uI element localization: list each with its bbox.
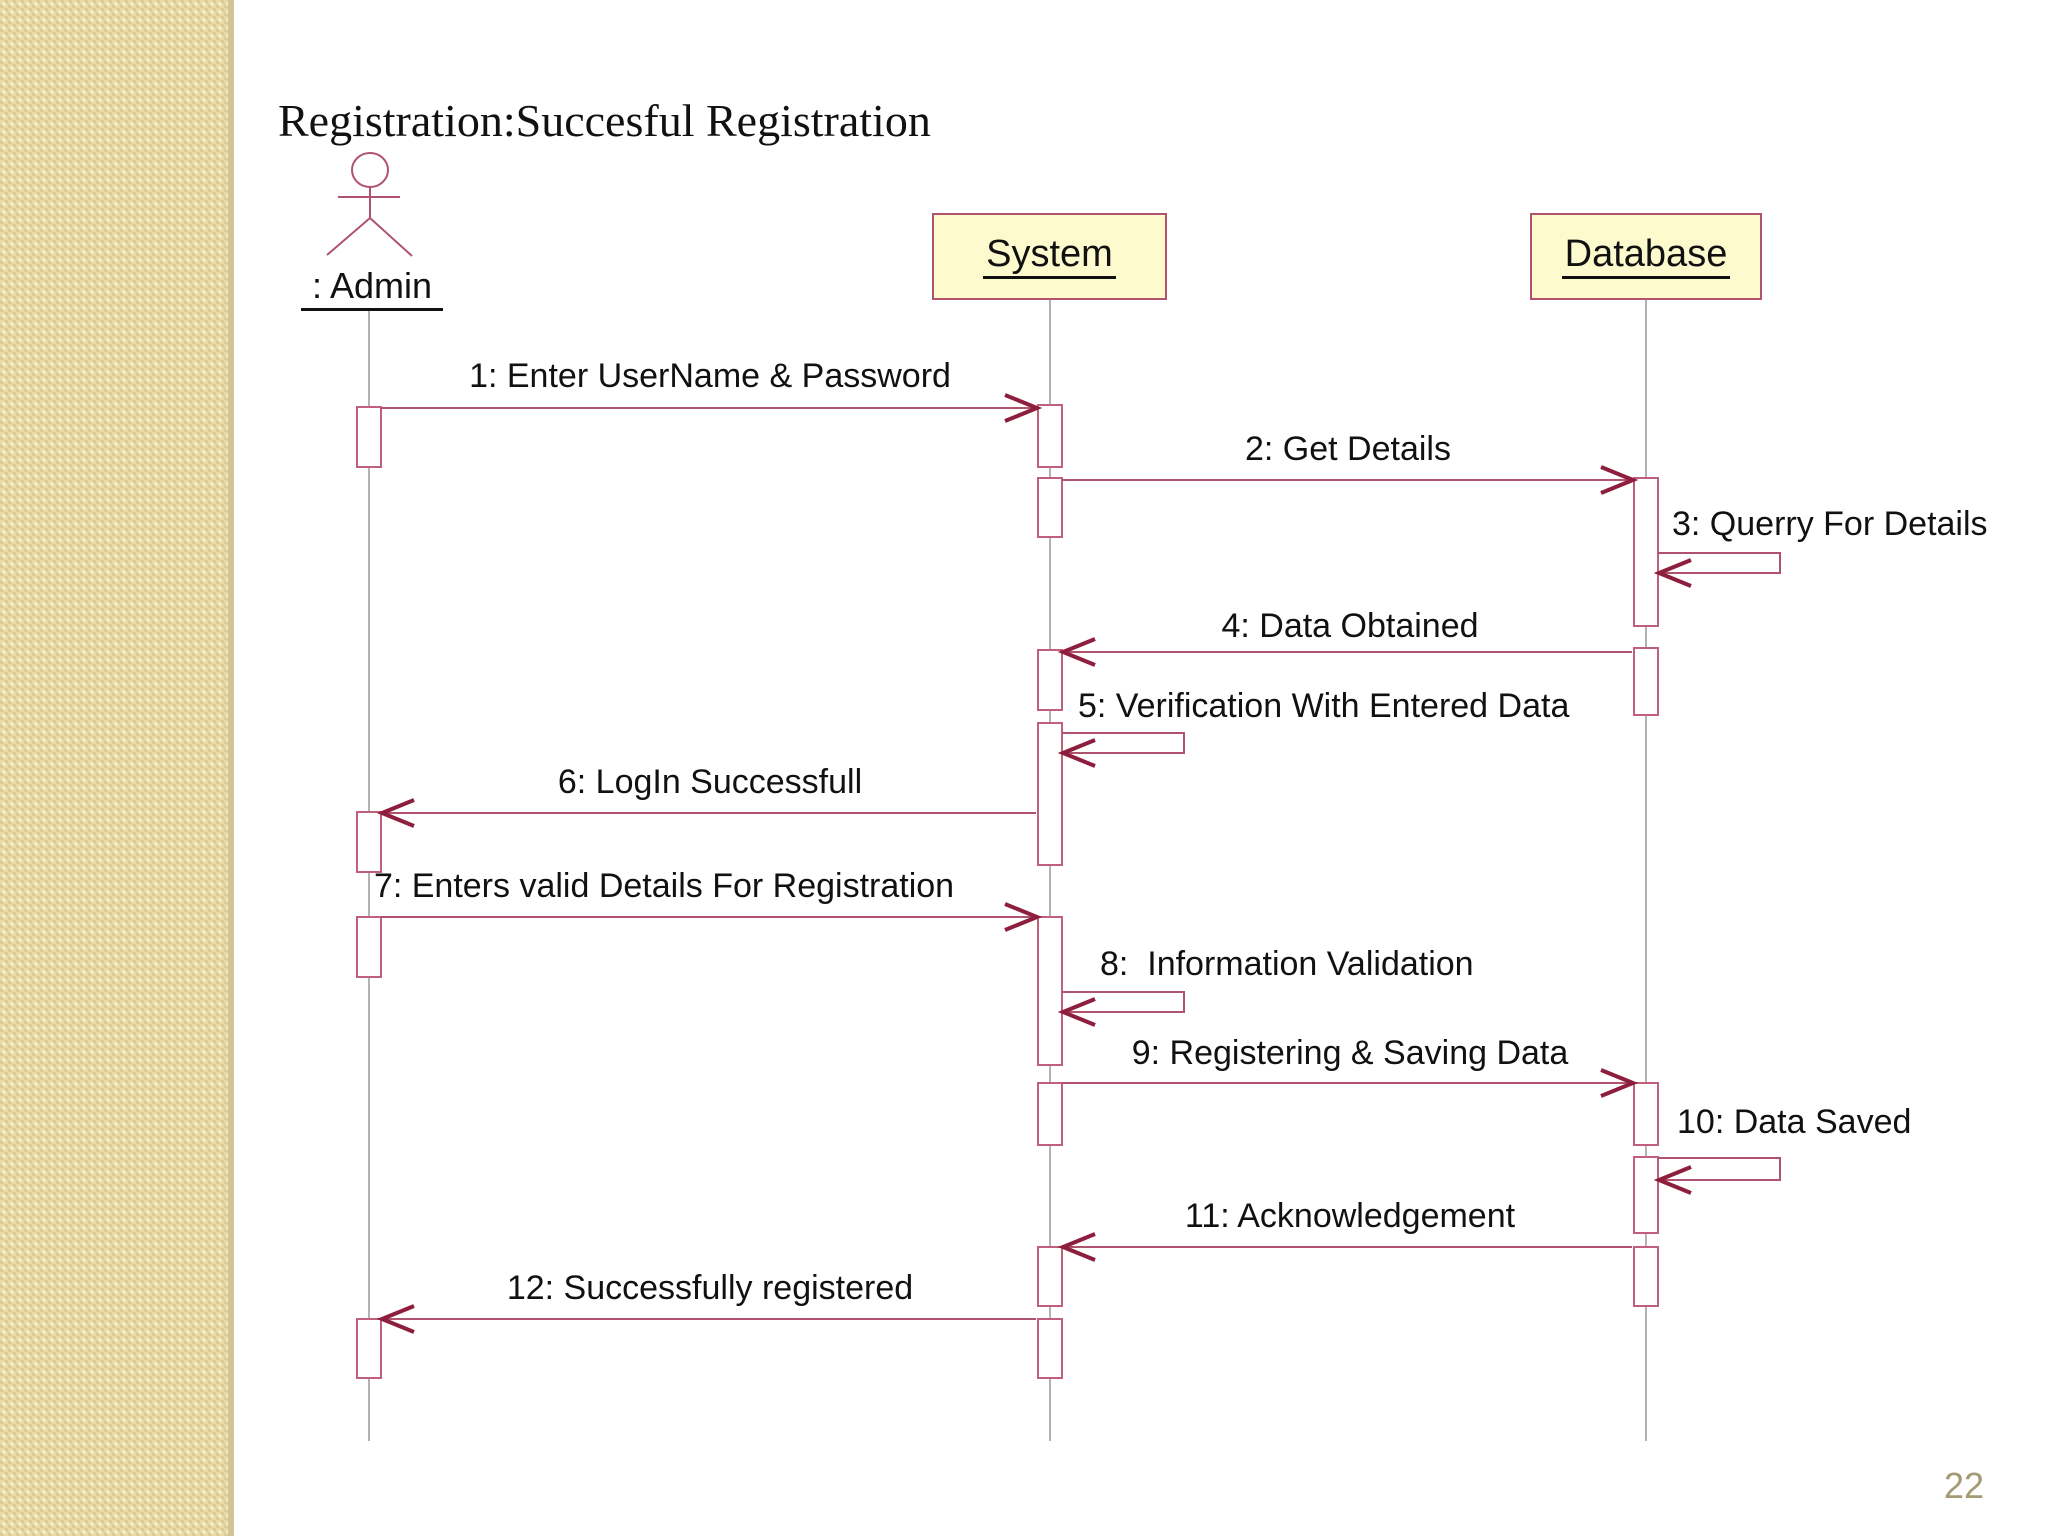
arrowhead-right-icon [1004, 393, 1043, 423]
self-message-loop [1062, 732, 1185, 754]
self-message-loop [1658, 552, 1781, 574]
activation-bar-database [1633, 1246, 1659, 1307]
arrowhead-left-icon [376, 1304, 415, 1334]
actor-leg-left [326, 217, 371, 256]
lifeline-head-database: Database [1530, 213, 1762, 300]
activation-bar-system [1037, 916, 1063, 1066]
arrowhead-left-icon [1057, 1232, 1096, 1262]
actor-head [351, 152, 389, 188]
arrowhead-right-icon [1600, 465, 1639, 495]
arrowhead-left-icon [376, 798, 415, 828]
message-label-8: 8: Information Validation [1100, 945, 1474, 983]
message-7-arrow [381, 902, 1043, 932]
activation-bar-admin [356, 916, 382, 978]
message-11-arrow [1057, 1232, 1632, 1262]
message-10-self-arrow [1653, 1157, 1781, 1195]
activation-bar-system [1037, 404, 1063, 468]
arrowhead-left-icon [1057, 997, 1096, 1027]
activation-bar-database [1633, 477, 1659, 627]
message-5-self-arrow [1057, 732, 1185, 768]
activation-bar-database [1633, 1156, 1659, 1234]
message-8-self-arrow [1057, 991, 1185, 1027]
message-label-7: 7: Enters valid Details For Registration [373, 867, 955, 905]
activation-bars [356, 404, 1659, 1379]
message-12-arrow [376, 1304, 1036, 1334]
arrowhead-right-icon [1004, 902, 1043, 932]
lifeline-head-system: System [932, 213, 1167, 300]
message-3-self-arrow [1653, 552, 1781, 588]
activation-bar-admin [356, 1318, 382, 1379]
message-label-11: 11: Acknowledgement [1184, 1197, 1516, 1235]
activation-bar-database [1633, 1082, 1659, 1146]
activation-bar-system [1037, 1082, 1063, 1146]
arrowhead-right-icon [1600, 1068, 1639, 1098]
slide-title: Registration:Succesful Registration [278, 95, 931, 146]
lifeline-head-admin: : Admin [301, 266, 443, 311]
message-label-10: 10: Data Saved [1677, 1103, 1912, 1141]
activation-bar-system [1037, 477, 1063, 538]
message-2-arrow [1062, 465, 1639, 495]
sidebar-decoration [0, 0, 234, 1536]
self-message-loop [1658, 1157, 1781, 1181]
message-9-arrow [1062, 1068, 1639, 1098]
activation-bar-system [1037, 722, 1063, 866]
actor-admin-icon [326, 152, 413, 257]
lifeline-head-system-label: System [983, 233, 1116, 280]
activation-bar-admin [356, 406, 382, 468]
activation-bar-system [1037, 1246, 1063, 1307]
activation-bar-database [1633, 647, 1659, 716]
message-arrows [376, 393, 1781, 1334]
activation-bar-system [1037, 649, 1063, 711]
message-label-12: 12: Successfully registered [506, 1269, 914, 1307]
self-message-loop [1062, 991, 1185, 1013]
lifeline-head-database-label: Database [1561, 233, 1731, 280]
message-label-6: 6: LogIn Successfull [557, 763, 863, 801]
activation-bar-system [1037, 1318, 1063, 1379]
message-label-2: 2: Get Details [1245, 430, 1451, 468]
message-label-9: 9: Registering & Saving Data [1131, 1034, 1569, 1072]
activation-bar-admin [356, 811, 382, 873]
arrowhead-left-icon [1653, 558, 1692, 588]
message-label-3: 3: Querry For Details [1672, 505, 1988, 543]
page-number: 22 [1944, 1465, 1985, 1506]
message-4-arrow [1057, 637, 1632, 667]
message-label-1: 1: Enter UserName & Password [469, 357, 951, 395]
message-1-arrow [381, 393, 1043, 423]
actor-leg-right [369, 217, 413, 257]
arrowhead-left-icon [1057, 637, 1096, 667]
message-label-4: 4: Data Obtained [1221, 607, 1479, 645]
arrowhead-left-icon [1057, 738, 1096, 768]
message-6-arrow [376, 798, 1036, 828]
message-label-5: 5: Verification With Entered Data [1078, 687, 1570, 725]
arrowhead-left-icon [1653, 1165, 1692, 1195]
